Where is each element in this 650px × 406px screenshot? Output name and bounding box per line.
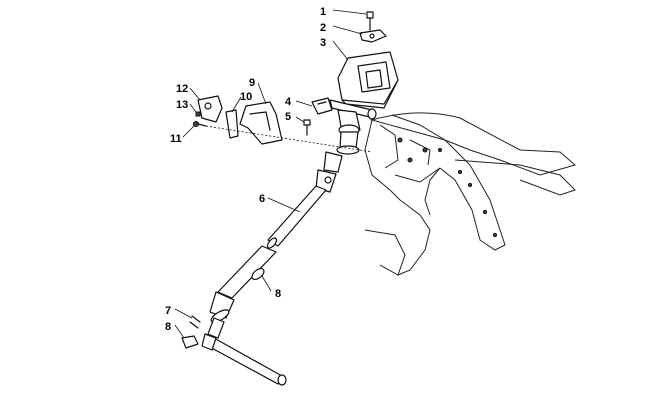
- leader-lines: [174, 9, 373, 339]
- part-10-plate: [225, 109, 239, 139]
- lower-steering-tube: [201, 245, 287, 386]
- part-7-pin: [189, 315, 201, 329]
- part-8-nut-lower: [181, 335, 199, 349]
- callout-10: 10: [240, 91, 252, 103]
- part-8-bushing: [251, 267, 265, 281]
- callout-11: 11: [170, 133, 182, 145]
- callout-4: 4: [285, 96, 292, 108]
- callout-3: 3: [320, 37, 326, 49]
- steering-post-head: [329, 99, 377, 155]
- callout-8-mid: 8: [275, 288, 281, 300]
- universal-joint: [315, 151, 343, 193]
- callout-7: 7: [165, 305, 171, 317]
- part-1-bolt: [366, 11, 374, 31]
- callout-13: 13: [176, 99, 188, 111]
- part-5-bolt: [303, 119, 311, 136]
- callout-6: 6: [259, 193, 265, 205]
- callout-9: 9: [249, 77, 255, 89]
- part-6-upper-shaft: [266, 185, 327, 249]
- callout-1: 1: [320, 6, 326, 18]
- part-9-bracket: [239, 101, 283, 145]
- part-13-bolt: [195, 111, 201, 117]
- part-11-bolt: [193, 121, 207, 127]
- callout-2: 2: [320, 22, 326, 34]
- callout-labels: 1 2 3 4 5 6 8 7 8 9 10 12 13 11: [165, 6, 326, 333]
- part-3-handlebar-block: [337, 51, 399, 109]
- vehicle-frame: [364, 112, 577, 276]
- part-12-clamp: [197, 95, 223, 123]
- callout-5: 5: [285, 111, 291, 123]
- callout-12: 12: [176, 83, 188, 95]
- callout-8-lower: 8: [165, 321, 171, 333]
- part-2-clamp-nut: [359, 29, 387, 43]
- part-4-clamp: [311, 97, 333, 115]
